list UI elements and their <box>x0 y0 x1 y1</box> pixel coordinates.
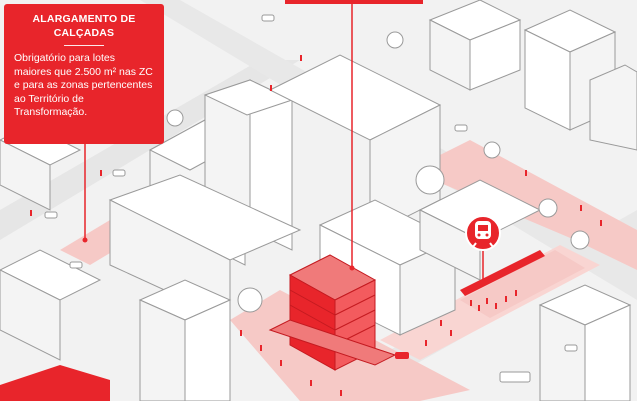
pedestrian-icon <box>450 330 452 336</box>
pedestrian-icon <box>505 296 507 302</box>
building-top-center <box>428 0 522 91</box>
pedestrian-icon <box>470 300 472 306</box>
pedestrian-icon <box>300 55 302 61</box>
sidewalk-zone-station <box>460 250 585 318</box>
building-leader-dot <box>349 265 355 271</box>
pedestrian-icon <box>425 340 427 346</box>
car-icon <box>395 352 409 359</box>
pedestrian-icon <box>600 220 602 226</box>
car-icon <box>69 261 83 269</box>
pedestrian-icon <box>525 170 527 176</box>
car-icon <box>112 169 126 177</box>
pedestrian-icon <box>495 303 497 309</box>
highlight-lot-bottom-left <box>0 365 110 401</box>
pedestrian-icon <box>478 305 480 311</box>
pedestrian-icon <box>515 290 517 296</box>
train-icon <box>465 215 501 251</box>
pedestrian-icon <box>260 345 262 351</box>
pedestrian-icon <box>440 320 442 326</box>
tree-icon <box>538 198 558 218</box>
tree-icon <box>483 141 501 159</box>
car-icon <box>44 211 58 219</box>
pedestrian-icon <box>240 330 242 336</box>
car-group <box>44 14 578 352</box>
pedestrian-icon <box>100 170 102 176</box>
tree-group <box>166 31 590 313</box>
tree-icon <box>415 165 445 195</box>
tree-icon <box>237 287 263 313</box>
pedestrian-icon <box>30 210 32 216</box>
building-bottom-right <box>538 284 632 401</box>
callout-body: Obrigatório para lotes maiores que 2.500… <box>14 52 153 118</box>
callout-title: ALARGAMENTO DE CALÇADAS <box>32 13 136 39</box>
building-tower-bottom <box>138 279 232 401</box>
pedestrian-icon <box>280 360 282 366</box>
car-icon <box>261 14 275 22</box>
bus-icon <box>499 371 531 383</box>
building-right-mid <box>589 64 637 151</box>
tree-icon <box>386 31 404 49</box>
pedestrian-icon <box>486 298 488 304</box>
car-icon <box>564 344 578 352</box>
building-highlighted <box>268 254 397 371</box>
pedestrian-icon <box>340 390 342 396</box>
callout-leader-dot <box>82 237 88 243</box>
callout-divider <box>64 45 104 46</box>
building-bottom-left <box>0 249 102 361</box>
pedestrian-icon <box>310 380 312 386</box>
tree-icon <box>570 230 590 250</box>
pedestrian-icon <box>270 85 272 91</box>
top-callout-tab <box>285 0 423 4</box>
pedestrian-icon <box>580 205 582 211</box>
tree-icon <box>166 109 184 127</box>
callout-box: ALARGAMENTO DE CALÇADAS Obrigatório para… <box>4 4 164 144</box>
pedestrian-group <box>30 55 602 396</box>
train-platform <box>460 250 545 296</box>
car-icon <box>454 124 468 132</box>
